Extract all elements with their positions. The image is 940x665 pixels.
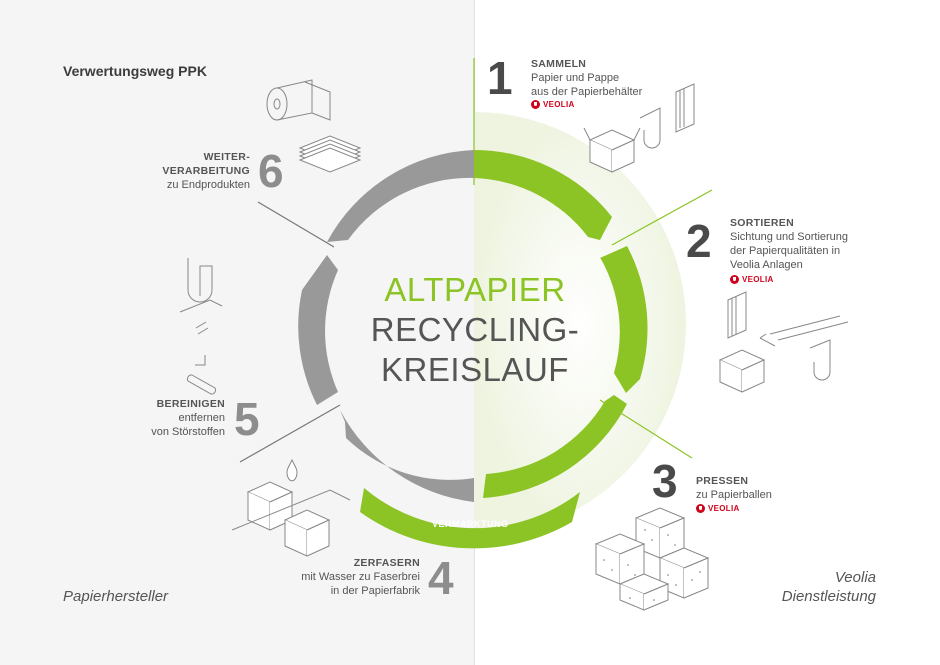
cycle-segment-bereinigen [298,255,338,405]
vermarktung-label: VERMARKTUNG [432,519,509,529]
step-3-line1: zu Papierballen [696,489,772,501]
center-title-line2: RECYCLING- [370,311,580,348]
footer-right-line1: Veolia [834,569,876,586]
green-halo [474,112,686,536]
step-4-line2: in der Papierfabrik [330,585,420,597]
cycle-segment-sammeln [474,149,612,240]
center-title-line1: ALTPAPIER [384,271,566,308]
step-2-number: 2 [686,215,712,267]
left-panel-background [0,0,474,665]
sorting-icon [718,291,849,393]
step-1-heading: SAMMELN [531,58,587,70]
step-4-number: 4 [428,552,454,604]
step-2-text: SORTIEREN Sichtung und Sortierung der Pa… [730,216,848,272]
step-4-text: ZERFASERN mit Wasser zu Faserbrei in der… [270,556,420,598]
step-3-heading: PRESSEN [696,475,749,487]
veolia-logo-3: VEOLIA [696,504,740,513]
step-6-text: WEITER- VERARBEITUNG zu Endprodukten [100,150,250,192]
step-6-line1: zu Endprodukten [166,179,250,191]
step-2-line3: Veolia Anlagen [730,259,803,271]
cycle-segment-sortieren [600,246,648,393]
veolia-logo-icon [730,275,739,284]
center-title-line3: KREISLAUF [381,351,569,388]
folded-paper-icon [639,83,695,149]
cardboard-box-icon [583,127,641,173]
step-3-text: PRESSEN zu Papierballen [696,474,772,502]
step-4-heading: ZERFASERN [353,557,420,569]
veolia-logo-icon [696,504,705,513]
step-5-heading: BEREINIGEN [156,398,225,410]
cycle-segment-weiterverarbeitung [327,150,474,242]
connector-line-6 [257,201,335,248]
step-2-line2: der Papierqualitäten in [730,245,841,257]
step-6-heading-line2: VERARBEITUNG [162,165,250,177]
veolia-logo-text: VEOLIA [742,275,774,284]
step-5-number: 5 [234,393,260,445]
pulp-blocks-icon [231,458,351,557]
connector-line-5 [239,404,341,463]
footer-right-line2: Dienstleistung [781,588,876,605]
footer-papierhersteller: Papierhersteller [63,588,169,605]
connector-line-2 [611,189,713,246]
paper-bales-icon [594,507,710,611]
veolia-logo-2: VEOLIA [730,275,774,284]
veolia-logo-text: VEOLIA [543,100,575,109]
step-1-number: 1 [487,52,513,104]
cycle-segment-zerfasern [340,410,474,502]
step-1-line1: Papier und Pappe [531,72,620,84]
veolia-logo-text: VEOLIA [708,504,740,513]
paper-roll-icon [266,79,331,121]
paper-stack-icon [298,135,362,173]
cycle-segment-pressen [483,395,627,498]
paper-clip-icon [179,258,223,395]
step-2-heading: SORTIEREN [730,217,794,229]
step-2-line1: Sichtung und Sortierung [730,231,849,243]
footer-veolia-dienstleistung: Veolia Dienstleistung [740,568,876,606]
veolia-logo-icon [531,100,540,109]
step-3-number: 3 [652,455,678,507]
bale-dots [603,529,701,601]
step-6-heading-line1: WEITER- [203,151,250,163]
step-5-line1: entfernen [178,412,225,424]
page-title: Verwertungsweg PPK [63,63,207,79]
step-1-text: SAMMELN Papier und Pappe aus der Papierb… [531,57,642,99]
step-5-text: BEREINIGEN entfernen von Störstoffen [80,397,225,439]
vermarktung-arc [360,488,580,549]
step-5-line2: von Störstoffen [151,426,225,438]
veolia-logo-1: VEOLIA [531,100,575,109]
step-1-line2: aus der Papierbehälter [531,86,643,98]
step-4-line1: mit Wasser zu Faserbrei [301,571,420,583]
step-6-number: 6 [258,145,284,197]
